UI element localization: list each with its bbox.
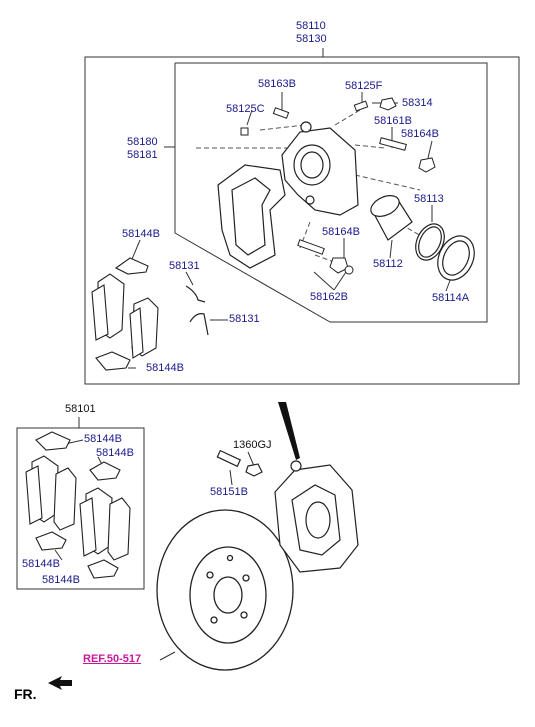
pad-kit-shim-4: 58144B [42, 574, 80, 586]
pad-kit-shim-2: 58144B [96, 447, 134, 459]
part-label-shim-lower: 58144B [146, 362, 184, 374]
reference-link[interactable]: REF.50-517 [83, 653, 142, 665]
pad-kit-pads [25, 431, 131, 579]
top-number-1: 58110 [296, 20, 326, 32]
upper-pads [91, 257, 159, 371]
brake-disc [156, 509, 294, 671]
caliper-housing [281, 121, 359, 216]
carrier-number-1: 58180 [127, 136, 158, 148]
part-label-spring-upper: 58131 [169, 260, 200, 272]
part-label-piston-boot: 58114A [432, 292, 470, 304]
fr-arrow-icon [48, 676, 72, 690]
part-label-guide-pin-set: 58162B [310, 291, 348, 303]
part-label-bleeder-cap: 58314 [402, 97, 433, 109]
pad-kit-number: 58101 [65, 403, 96, 415]
part-label-boot-lower: 58164B [322, 226, 360, 238]
part-label-bolt: 58163B [258, 78, 296, 90]
top-number-2: 58130 [296, 33, 327, 45]
carrier-numbers: 58180 58181 [127, 136, 158, 162]
part-label-shim-upper: 58144B [122, 228, 160, 240]
part-label-bleeder-screw: 58125C [226, 103, 265, 115]
top-part-numbers: 58110 58130 [296, 20, 327, 46]
carrier-bracket [217, 164, 286, 269]
assembled-caliper [216, 449, 359, 573]
hardware-nut-label: 1360GJ [233, 439, 272, 451]
carrier-number-2: 58181 [127, 149, 158, 161]
part-label-piston-seal: 58113 [414, 193, 444, 205]
pad-kit-shim-1: 58144B [84, 433, 122, 445]
hardware-bolt-label: 58151B [210, 486, 248, 498]
pad-kit-shim-3: 58144B [22, 558, 60, 570]
part-label-piston: 58112 [373, 258, 403, 270]
part-label-guide-pin-bolt: 58161B [374, 115, 412, 127]
part-label-boot-upper: 58164B [401, 128, 439, 140]
caliper-group-frame [174, 62, 488, 323]
front-direction-label: FR. [14, 686, 37, 702]
hose-callout [278, 402, 300, 460]
part-label-spring-lower: 58131 [229, 313, 260, 325]
assembly-frame [84, 56, 520, 385]
anti-rattle-springs [185, 285, 209, 336]
small-hardware [240, 97, 436, 275]
piston-assembly [370, 195, 475, 281]
part-label-bleeder-bolt: 58125F [345, 80, 383, 92]
pad-kit-frame [16, 427, 145, 590]
